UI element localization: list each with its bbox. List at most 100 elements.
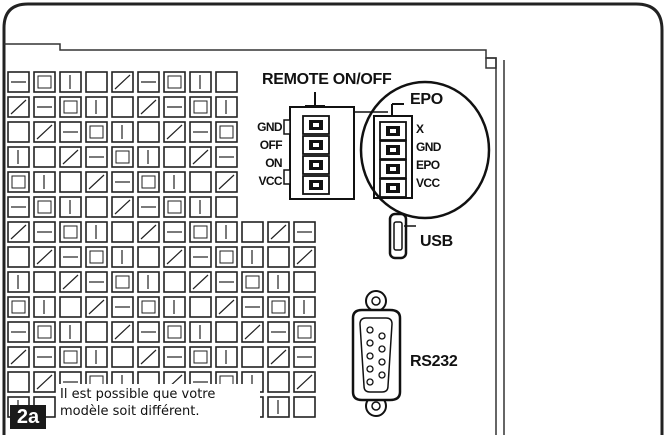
remote-terminal [302, 175, 330, 195]
vent-cell [215, 271, 238, 293]
epo-label: EPO [410, 91, 443, 108]
vent-cell [85, 196, 108, 218]
vent-cell [33, 271, 56, 293]
vent-cell [267, 346, 290, 368]
vent-cell [33, 246, 56, 268]
vent-cell [33, 346, 56, 368]
usb-port [388, 212, 416, 260]
vent-cell [215, 121, 238, 143]
epo-pin-label: EPO [416, 158, 440, 172]
vent-cell [33, 121, 56, 143]
rs232-pin [366, 378, 374, 386]
vent-cell [215, 96, 238, 118]
vent-cell [163, 121, 186, 143]
vent-cell [7, 96, 30, 118]
vent-cell [137, 121, 160, 143]
vent-cell [267, 246, 290, 268]
vent-cell [33, 221, 56, 243]
vent-cell [137, 346, 160, 368]
caption-box: Il est possible que votre modèle soit di… [56, 384, 260, 422]
vent-cell [137, 146, 160, 168]
epo-terminal [379, 159, 407, 179]
rs232-pin [378, 332, 386, 340]
vent-cell [111, 146, 134, 168]
vent-cell [59, 146, 82, 168]
vent-cell [85, 171, 108, 193]
vent-cell [189, 121, 212, 143]
vent-cell [33, 71, 56, 93]
rs232-pin [378, 345, 386, 353]
vent-cell [59, 221, 82, 243]
vent-cell [59, 346, 82, 368]
vent-cell [163, 246, 186, 268]
vent-cell [111, 71, 134, 93]
vent-cell [215, 171, 238, 193]
vent-cell [189, 221, 212, 243]
rs232-pin [366, 326, 374, 334]
vent-cell [85, 346, 108, 368]
vent-cell [189, 271, 212, 293]
vent-cell [215, 246, 238, 268]
rs232-pin [366, 352, 374, 360]
vent-cell [7, 246, 30, 268]
vent-cell [189, 246, 212, 268]
remote-pin-label: VCC [258, 174, 282, 188]
vent-cell [111, 296, 134, 318]
vent-cell [7, 221, 30, 243]
vent-cell [241, 271, 264, 293]
vent-cell [111, 171, 134, 193]
vent-cell [163, 96, 186, 118]
vent-cell [189, 96, 212, 118]
remote-pin-label: ON [265, 156, 282, 170]
vent-cell [215, 221, 238, 243]
vent-cell [241, 296, 264, 318]
vent-cell [215, 346, 238, 368]
vent-cell [215, 321, 238, 343]
vent-cell [7, 346, 30, 368]
vent-cell [85, 321, 108, 343]
vent-cell [163, 71, 186, 93]
vent-cell [59, 96, 82, 118]
epo-pin-label: X [416, 122, 424, 136]
vent-cell [33, 196, 56, 218]
vent-cell [189, 346, 212, 368]
caption-line-2: modèle soit différent. [60, 404, 200, 419]
remote-on-off-label: REMOTE ON/OFF [262, 71, 392, 88]
vent-cell [33, 171, 56, 193]
vent-cell [215, 296, 238, 318]
vent-cell [111, 321, 134, 343]
rs232-pin [366, 365, 374, 373]
vent-cell [7, 371, 30, 393]
vent-cell [59, 121, 82, 143]
remote-pin-label: OFF [260, 138, 282, 152]
vent-cell [293, 221, 316, 243]
vent-cell [85, 246, 108, 268]
vent-cell [111, 221, 134, 243]
vent-cell [33, 371, 56, 393]
vent-cell [33, 146, 56, 168]
vent-cell [189, 196, 212, 218]
vent-cell [111, 196, 134, 218]
remote-connector [283, 92, 355, 200]
vent-cell [137, 246, 160, 268]
epo-highlight-ellipse [359, 80, 491, 220]
epo-pin-label: VCC [416, 176, 440, 190]
vent-cell [111, 271, 134, 293]
vent-cell [189, 296, 212, 318]
rs232-port [351, 290, 402, 417]
epo-terminal [379, 121, 407, 141]
vent-cell [163, 196, 186, 218]
vent-cell [7, 171, 30, 193]
epo-connector [373, 103, 413, 199]
vent-cell [7, 71, 30, 93]
vent-cell [137, 196, 160, 218]
usb-label: USB [420, 233, 453, 250]
vent-cell [189, 171, 212, 193]
remote-terminal [302, 155, 330, 175]
rs232-label: RS232 [410, 353, 458, 370]
vent-cell [137, 221, 160, 243]
caption-line-1: Il est possible que votre [60, 387, 216, 402]
vent-cell [33, 296, 56, 318]
vent-cell [293, 296, 316, 318]
vent-cell [111, 346, 134, 368]
